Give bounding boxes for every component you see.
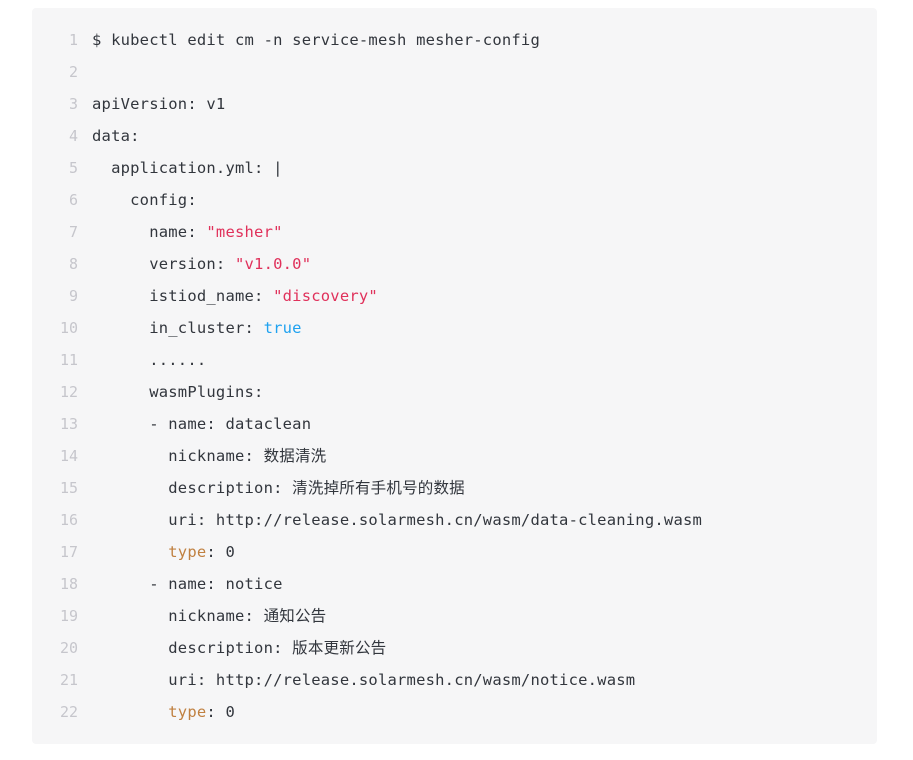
code-token-plain: uri: http://release.solarmesh.cn/wasm/no…	[92, 671, 636, 689]
line-number: 2	[68, 63, 78, 81]
code-token-plain: wasmPlugins:	[92, 383, 264, 401]
code-token-plain: nickname: 数据清洗	[92, 447, 327, 465]
code-token-plain: apiVersion: v1	[92, 95, 226, 113]
code-line-text: application.yml: |	[78, 152, 283, 184]
code-token-plain: : 0	[206, 703, 236, 721]
code-line: 16 uri: http://release.solarmesh.cn/wasm…	[32, 504, 877, 536]
code-token-plain: uri: http://release.solarmesh.cn/wasm/da…	[92, 511, 703, 529]
code-line: 6 config:	[32, 184, 877, 216]
code-line-text: name: "mesher"	[78, 216, 283, 248]
code-line: 17 type: 0	[32, 536, 877, 568]
code-token-string: "v1.0.0"	[234, 255, 312, 273]
code-token-plain: description: 清洗掉所有手机号的数据	[92, 479, 465, 497]
code-line: 22 type: 0	[32, 696, 877, 728]
code-line: 1 $ kubectl edit cm -n service-mesh meshe…	[32, 24, 877, 56]
line-number: 6	[68, 191, 78, 209]
code-line: 14 nickname: 数据清洗	[32, 440, 877, 472]
code-line-text: uri: http://release.solarmesh.cn/wasm/no…	[78, 664, 635, 696]
code-line: 18 - name: notice	[32, 568, 877, 600]
code-line: 8 version: "v1.0.0"	[32, 248, 877, 280]
line-number: 15	[59, 479, 78, 497]
code-line-text: description: 清洗掉所有手机号的数据	[78, 472, 465, 504]
code-line-text: $ kubectl edit cm -n service-mesh mesher…	[78, 24, 540, 56]
code-line-text: version: "v1.0.0"	[78, 248, 311, 280]
line-number: 4	[68, 127, 78, 145]
code-token-plain: istiod_name:	[92, 287, 274, 305]
line-number: 8	[68, 255, 78, 273]
code-line: 4 data:	[32, 120, 877, 152]
code-line-text: nickname: 数据清洗	[78, 440, 326, 472]
code-token-plain	[92, 703, 168, 721]
code-block[interactable]: 1 $ kubectl edit cm -n service-mesh meshe…	[32, 8, 877, 744]
code-token-string: "mesher"	[206, 223, 283, 241]
code-token-string: "discovery"	[273, 287, 378, 305]
code-line: 13 - name: dataclean	[32, 408, 877, 440]
code-lines-container: 1 $ kubectl edit cm -n service-mesh meshe…	[32, 24, 877, 728]
code-line-text: ......	[78, 344, 206, 376]
code-token-plain: - name: notice	[92, 575, 283, 593]
line-number: 18	[59, 575, 78, 593]
code-line-text: type: 0	[78, 696, 235, 728]
code-line: 15 description: 清洗掉所有手机号的数据	[32, 472, 877, 504]
code-line-text: istiod_name: "discovery"	[78, 280, 378, 312]
code-token-plain: $ kubectl edit cm -n service-mesh mesher…	[92, 31, 540, 49]
code-line-text: nickname: 通知公告	[78, 600, 326, 632]
line-number: 7	[68, 223, 78, 241]
code-token-plain: application.yml: |	[92, 159, 283, 177]
code-line: 5 application.yml: |	[32, 152, 877, 184]
line-number: 9	[68, 287, 78, 305]
line-number: 5	[68, 159, 78, 177]
code-token-key-hl: type	[168, 703, 207, 721]
code-line-text: data:	[78, 120, 140, 152]
code-line: 11 ......	[32, 344, 877, 376]
code-line: 10 in_cluster: true	[32, 312, 877, 344]
code-line-text: type: 0	[78, 536, 235, 568]
code-line-text: apiVersion: v1	[78, 88, 225, 120]
code-line-text: uri: http://release.solarmesh.cn/wasm/da…	[78, 504, 702, 536]
code-line: 7 name: "mesher"	[32, 216, 877, 248]
code-token-plain: description: 版本更新公告	[92, 639, 387, 657]
line-number: 22	[59, 703, 78, 721]
code-line: 12 wasmPlugins:	[32, 376, 877, 408]
code-token-plain: version:	[92, 255, 235, 273]
line-number: 16	[59, 511, 78, 529]
code-token-plain: config:	[92, 191, 197, 209]
code-line: 19 nickname: 通知公告	[32, 600, 877, 632]
line-number: 20	[59, 639, 78, 657]
code-token-plain: nickname: 通知公告	[92, 607, 327, 625]
code-line: 9 istiod_name: "discovery"	[32, 280, 877, 312]
code-line: 21 uri: http://release.solarmesh.cn/wasm…	[32, 664, 877, 696]
line-number: 14	[59, 447, 78, 465]
code-line-text: config:	[78, 184, 197, 216]
line-number: 17	[59, 543, 78, 561]
line-number: 21	[59, 671, 78, 689]
code-token-plain: data:	[92, 127, 140, 145]
code-token-key-hl: type	[168, 543, 207, 561]
code-line-text: - name: notice	[78, 568, 283, 600]
code-line-text: description: 版本更新公告	[78, 632, 386, 664]
code-token-bool: true	[263, 319, 302, 337]
line-number: 11	[59, 351, 78, 369]
code-token-plain: name:	[92, 223, 207, 241]
line-number: 13	[59, 415, 78, 433]
code-line: 2	[32, 56, 877, 88]
line-number: 1	[68, 31, 78, 49]
line-number: 10	[59, 319, 78, 337]
code-token-plain: in_cluster:	[92, 319, 264, 337]
line-number: 19	[59, 607, 78, 625]
code-token-plain: - name: dataclean	[92, 415, 312, 433]
code-line: 20 description: 版本更新公告	[32, 632, 877, 664]
code-token-plain: : 0	[206, 543, 236, 561]
code-line-text: wasmPlugins:	[78, 376, 264, 408]
code-line-text: in_cluster: true	[78, 312, 302, 344]
code-token-plain	[92, 543, 168, 561]
code-line-text: - name: dataclean	[78, 408, 311, 440]
code-line: 3 apiVersion: v1	[32, 88, 877, 120]
line-number: 3	[68, 95, 78, 113]
line-number: 12	[59, 383, 78, 401]
code-token-plain: ......	[92, 351, 207, 369]
